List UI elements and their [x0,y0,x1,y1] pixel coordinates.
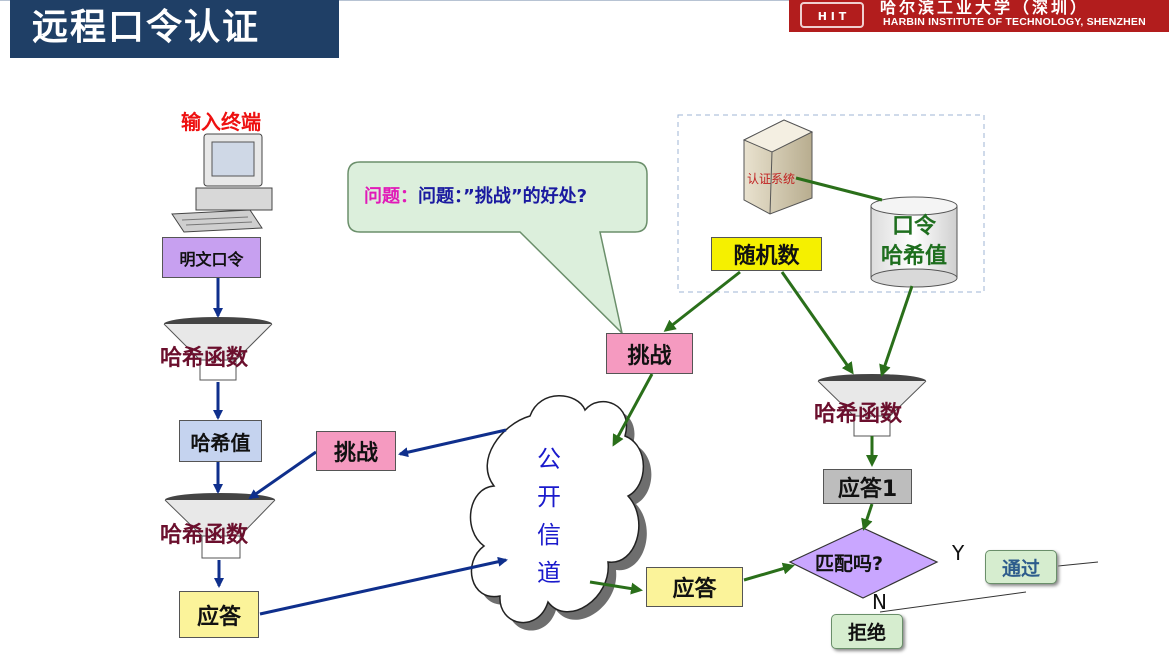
channel-char-1: 公 [537,445,561,473]
hash-funnel-icon-3 [817,374,927,437]
hash-function-label-2: 哈希函数 [160,523,249,548]
response1-box: 应答1 [823,469,912,504]
channel-char-3: 信 [537,521,561,549]
left-challenge-box: 挑战 [316,431,396,471]
auth-system-label: 认证系统 [747,172,796,186]
public-channel-cloud [469,395,645,624]
random-number-box: 随机数 [711,237,822,271]
hash-function-label-3: 哈希函数 [814,402,903,427]
arrow-response-to-diamond [743,562,795,582]
arrow-cloud-to-response [589,580,643,595]
left-response-box: 应答 [179,591,259,638]
center-challenge-box: 挑战 [606,333,693,374]
match-question-label: 匹配吗? [815,553,884,575]
arrow-challenge-to-cloud [612,373,654,447]
hash-funnel-icon-1 [163,317,273,381]
arrow-db-to-hash [879,285,914,377]
plaintext-password-box: 明文口令 [162,237,261,278]
connector-pass [1057,561,1099,567]
arrow-response-to-cloud [259,556,508,616]
public-channel-label: 公 开 信 道 [534,440,564,592]
server-icon [742,119,814,215]
password-hash-label: 口令 哈希值 [871,212,957,272]
yes-label: Y [952,541,965,565]
link-server-to-db [795,176,883,202]
callout-text: 问题：”挑战”的好处? [418,186,588,207]
pass-button[interactable]: 通过 [985,550,1057,584]
auth-system-region [677,114,985,293]
arrow-response1-to-diamond [861,503,874,531]
top-rule [0,0,1169,1]
center-response-box: 应答 [646,567,743,607]
arrow-cloud-to-challenge [398,428,507,458]
connector-reject [879,591,1027,613]
computer-terminal-icon [171,133,273,233]
password-hash-line-1: 口令 [891,214,936,239]
channel-char-4: 道 [537,559,561,587]
reject-button[interactable]: 拒绝 [831,614,903,649]
hash-value-box: 哈希值 [179,420,262,462]
callout-question: 问题：问题：”挑战”的好处? [364,186,588,207]
match-diamond [788,527,939,599]
channel-char-2: 开 [537,483,561,511]
arrow-challenge-to-hash2 [248,450,317,500]
page-title: 远程口令认证 [10,0,339,58]
question-callout-bubble [347,161,648,336]
hash-function-label-1: 哈希函数 [160,346,249,371]
arrow-random-to-hash [780,271,854,375]
input-terminal-label: 输入终端 [181,110,261,134]
university-seal-icon: H I T [800,2,864,28]
password-hash-database-icon [870,196,958,288]
no-label: N [872,590,887,614]
arrow-random-to-challenge [663,270,741,332]
university-subtitle: HARBIN INSTITUTE OF TECHNOLOGY, SHENZHEN [883,16,1146,28]
hash-funnel-icon-2 [164,493,276,559]
university-name: 哈尔滨工业大学（深圳） [880,0,1090,17]
password-hash-line-2: 哈希值 [880,244,947,269]
